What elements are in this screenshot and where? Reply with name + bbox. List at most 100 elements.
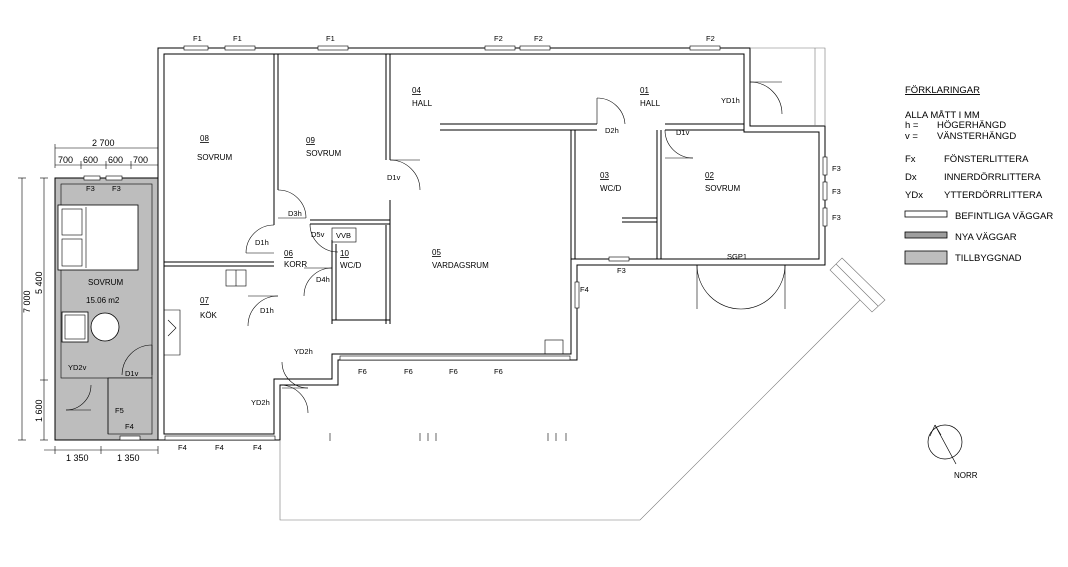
label-f4-d: F4	[215, 443, 224, 452]
label-yd2h-a: YD2h	[294, 347, 313, 356]
legend-h-key: h =	[905, 120, 919, 131]
room-03-num: 03	[600, 171, 609, 180]
room-07-num: 07	[200, 296, 209, 305]
room-labels: 08 SOVRUM 09 SOVRUM 04 HALL 01 HALL 03 W…	[86, 86, 740, 320]
label-d2h: D2h	[605, 126, 619, 135]
label-f3-f: F3	[112, 184, 121, 193]
label-f1-b: F1	[233, 34, 242, 43]
room-07-name: KÖK	[200, 311, 218, 320]
label-sgp1: SGP1	[727, 252, 747, 261]
legend-new-walls: NYA VÄGGAR	[955, 232, 1017, 243]
label-f2-b: F2	[534, 34, 543, 43]
legend-existing-walls: BEFINTLIGA VÄGGAR	[955, 211, 1053, 222]
label-f1-c: F1	[326, 34, 335, 43]
dim-left-lower: 1 600	[34, 399, 44, 422]
legend-ydx-value: YTTERDÖRRLITTERA	[944, 190, 1043, 201]
room-02-num: 02	[705, 171, 714, 180]
dim-top-part-1: 700	[58, 155, 73, 165]
room-01-name: HALL	[640, 99, 661, 108]
dim-top-total: 2 700	[92, 138, 115, 148]
room-09-num: 09	[306, 136, 315, 145]
room-04-num: 04	[412, 86, 421, 95]
label-f3-a: F3	[832, 164, 841, 173]
label-d1v-b: D1v	[676, 128, 690, 137]
room-09-name: SOVRUM	[306, 149, 341, 158]
dim-left-upper: 5 400	[34, 271, 44, 294]
room-10-num: 10	[340, 249, 349, 258]
room-03-name: WC/D	[600, 184, 622, 193]
dim-bottom-2: 1 350	[117, 453, 140, 463]
legend-dx-key: Dx	[905, 172, 917, 183]
label-f3-d: F3	[617, 266, 626, 275]
legend-extension: TILLBYGGNAD	[955, 253, 1022, 264]
room-06-name: KORR	[284, 260, 307, 269]
legend-measure: ALLA MÅTT I MM	[905, 110, 980, 121]
label-f4-a: F4	[580, 285, 589, 294]
label-f4-c: F4	[178, 443, 187, 452]
double-bed	[57, 204, 139, 271]
label-f3-b: F3	[832, 187, 841, 196]
label-yd2v: YD2v	[68, 363, 87, 372]
north-arrow: NORR	[927, 424, 978, 480]
label-d1h-a: D1h	[255, 238, 269, 247]
element-labels: F1 F1 F1 F2 F2 F2 F3 F3 F3 F3 F3 F3 F4 F…	[68, 34, 841, 452]
extension	[54, 175, 159, 441]
legend-v-key: v =	[905, 131, 918, 142]
legend-swatch-new	[904, 231, 948, 239]
new-room-area: 15.06 m2	[86, 296, 120, 305]
room-05-num: 05	[432, 248, 441, 257]
legend-ydx-key: YDx	[905, 190, 923, 201]
round-table	[90, 312, 120, 342]
label-yd1h: YD1h	[721, 96, 740, 105]
room-01-num: 01	[640, 86, 649, 95]
legend-swatch-extension	[904, 250, 948, 265]
label-f1-a: F1	[193, 34, 202, 43]
label-f3-e: F3	[86, 184, 95, 193]
label-f5: F5	[115, 406, 124, 415]
legend-fx-value: FÖNSTERLITTERA	[944, 154, 1029, 165]
label-f4-b: F4	[125, 422, 134, 431]
new-room-name: SOVRUM	[88, 278, 123, 287]
label-yd2h-b: YD2h	[251, 398, 270, 407]
label-f2-a: F2	[494, 34, 503, 43]
label-f6-c: F6	[449, 367, 458, 376]
extension-entry	[107, 377, 153, 435]
label-d5v: D5v	[311, 230, 325, 239]
legend-title: FÖRKLARINGAR	[905, 85, 980, 96]
label-vvb: VVB	[336, 231, 351, 240]
label-d1v-a: D1v	[387, 173, 401, 182]
room-06-num: 06	[284, 249, 293, 258]
room-02-name: SOVRUM	[705, 184, 740, 193]
compass-circle	[927, 424, 963, 460]
label-d1v-c: D1v	[125, 369, 139, 378]
label-f2-c: F2	[706, 34, 715, 43]
dim-top-part-3: 600	[108, 155, 123, 165]
dimensions: 2 700 700 600 600 700 7 000 5 400 1 600 …	[18, 138, 159, 463]
dim-top-part-2: 600	[83, 155, 98, 165]
dim-left-total: 7 000	[22, 290, 32, 313]
label-f3-c: F3	[832, 213, 841, 222]
room-04-name: HALL	[412, 99, 433, 108]
legend-dx-value: INNERDÖRRLITTERA	[944, 172, 1041, 183]
doors	[245, 81, 786, 414]
terrace	[279, 257, 886, 521]
dim-top-part-4: 700	[133, 155, 148, 165]
room-10-name: WC/D	[340, 261, 362, 270]
legend-v-value: VÄNSTERHÄNGD	[937, 131, 1016, 142]
compass-label: NORR	[954, 471, 978, 480]
room-08-num: 08	[200, 134, 209, 143]
legend: FÖRKLARINGAR ALLA MÅTT I MM h = HÖGERHÄN…	[904, 85, 1053, 265]
label-f6-a: F6	[358, 367, 367, 376]
legend-swatch-existing	[904, 210, 948, 218]
label-f6-d: F6	[494, 367, 503, 376]
label-f6-b: F6	[404, 367, 413, 376]
label-d1h-b: D1h	[260, 306, 274, 315]
room-05-name: VARDAGSRUM	[432, 261, 489, 270]
compass-needle	[934, 424, 957, 465]
label-d4h: D4h	[316, 275, 330, 284]
armchair	[61, 311, 89, 343]
windows	[164, 45, 828, 441]
label-d3h: D3h	[288, 209, 302, 218]
label-f4-e: F4	[253, 443, 262, 452]
